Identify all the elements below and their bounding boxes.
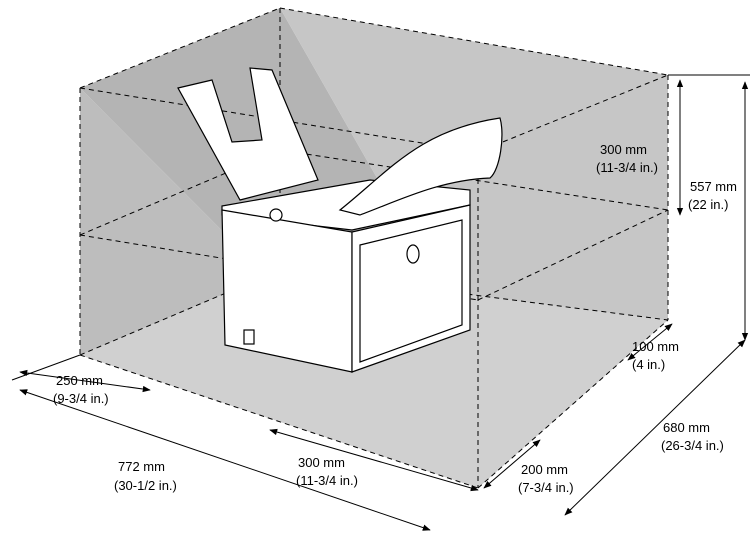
- output-tray: [338, 117, 503, 216]
- edge-top-right: [279, 7, 669, 76]
- dimension-lines: [11, 74, 750, 531]
- dim-line-front-clearance: [483, 439, 541, 489]
- top-clearance-imperial: (11-3/4 in.): [596, 160, 658, 175]
- total-width-metric: 772 mm: [118, 459, 165, 474]
- edge-mid-back: [279, 149, 669, 211]
- ext-left: [11, 354, 81, 381]
- printer-front: [221, 209, 353, 373]
- dim-line-total-depth: [564, 339, 746, 516]
- front-clearance-metric: 200 mm: [521, 462, 568, 477]
- power-switch: [243, 329, 255, 345]
- top-clearance-metric: 300 mm: [600, 142, 647, 157]
- edge-top-side: [477, 74, 669, 153]
- total-width-imperial: (30-1/2 in.): [114, 478, 177, 493]
- left-clearance-imperial: (9-3/4 in.): [53, 391, 109, 406]
- total-height-imperial: (22 in.): [688, 197, 728, 212]
- printer-illustration: [177, 67, 503, 373]
- side-cover: [359, 219, 463, 363]
- left-clearance-metric: 250 mm: [56, 373, 103, 388]
- front-button: [269, 208, 283, 222]
- front-clearance-imperial: (7-3/4 in.): [518, 480, 574, 495]
- rear-clearance-metric: 100 mm: [632, 339, 679, 354]
- rear-clearance-imperial: (4 in.): [632, 357, 665, 372]
- dim-line-total-width: [19, 389, 431, 531]
- total-depth-imperial: (26-3/4 in.): [661, 438, 724, 453]
- right-clearance-metric: 300 mm: [298, 455, 345, 470]
- paper-support-left: [177, 67, 319, 201]
- side-oval: [406, 244, 420, 264]
- dim-line-left-clearance: [19, 369, 151, 393]
- total-depth-metric: 680 mm: [663, 420, 710, 435]
- total-height-metric: 557 mm: [690, 179, 737, 194]
- right-clearance-imperial: (11-3/4 in.): [296, 473, 358, 488]
- edge-mid-side: [477, 209, 669, 301]
- dimension-labels: 300 mm (11-3/4 in.) 557 mm (22 in.) 100 …: [53, 142, 737, 495]
